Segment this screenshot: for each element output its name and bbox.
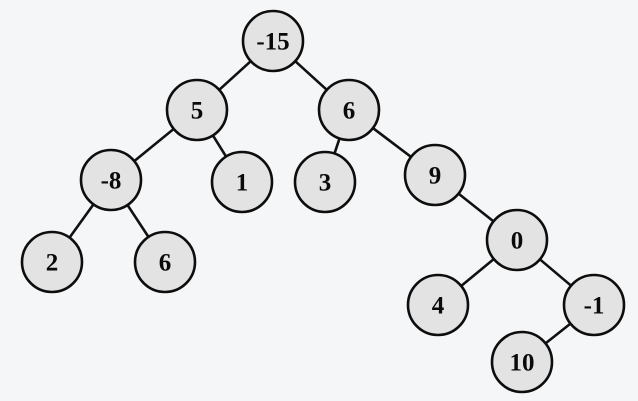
tree-edge — [542, 321, 574, 346]
tree-node-circle[interactable] — [133, 230, 197, 294]
tree-node-circle[interactable] — [406, 273, 470, 337]
tree-node[interactable]: 3 — [293, 150, 357, 214]
tree-edge — [67, 201, 96, 241]
tree-node[interactable]: 0 — [485, 208, 549, 272]
tree-edge — [210, 132, 229, 160]
tree-node[interactable]: -15 — [241, 9, 305, 73]
tree-edge — [458, 256, 497, 289]
tree-edge — [131, 126, 177, 164]
tree-node-circle[interactable] — [562, 273, 626, 337]
tree-node[interactable]: 9 — [403, 143, 467, 207]
tree-node[interactable]: -1 — [562, 273, 626, 337]
tree-node[interactable]: 1 — [210, 150, 274, 214]
tree-node[interactable]: 2 — [20, 230, 84, 294]
tree-edge — [455, 191, 497, 224]
tree-edges-group — [67, 58, 574, 346]
tree-node[interactable]: 4 — [406, 273, 470, 337]
tree-node-circle[interactable] — [293, 150, 357, 214]
tree-node-circle[interactable] — [165, 78, 229, 142]
tree-edge — [216, 58, 254, 93]
tree-node[interactable]: 6 — [133, 230, 197, 294]
tree-edge — [292, 58, 330, 93]
tree-node-circle[interactable] — [20, 230, 84, 294]
tree-edge — [370, 125, 414, 160]
tree-edge — [125, 202, 151, 240]
tree-edge — [537, 256, 574, 289]
tree-node[interactable]: 6 — [317, 78, 381, 142]
tree-edge — [332, 135, 342, 157]
tree-node-circle[interactable] — [79, 148, 143, 212]
tree-node-circle[interactable] — [490, 330, 554, 394]
tree-node-circle[interactable] — [210, 150, 274, 214]
tree-node-circle[interactable] — [241, 9, 305, 73]
tree-node[interactable]: 10 — [490, 330, 554, 394]
tree-node-circle[interactable] — [317, 78, 381, 142]
tree-node-circle[interactable] — [485, 208, 549, 272]
tree-node[interactable]: -8 — [79, 148, 143, 212]
tree-node[interactable]: 5 — [165, 78, 229, 142]
tree-node-circle[interactable] — [403, 143, 467, 207]
